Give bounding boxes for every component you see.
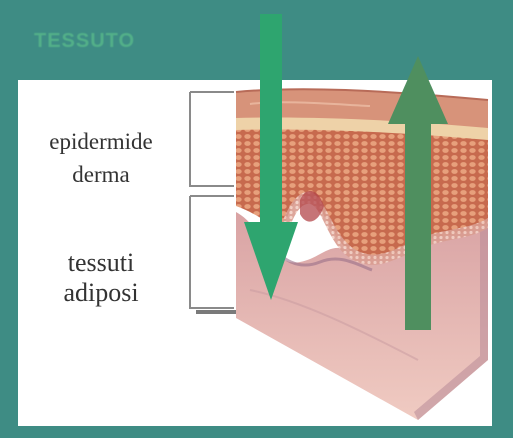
dermis-label: derma [6,163,196,186]
epidermis-label: epidermide [6,130,196,153]
adipose-label-line2: adiposi [6,280,196,306]
label-brackets [190,92,240,312]
adipose-label-line1: tessuti [6,250,196,276]
